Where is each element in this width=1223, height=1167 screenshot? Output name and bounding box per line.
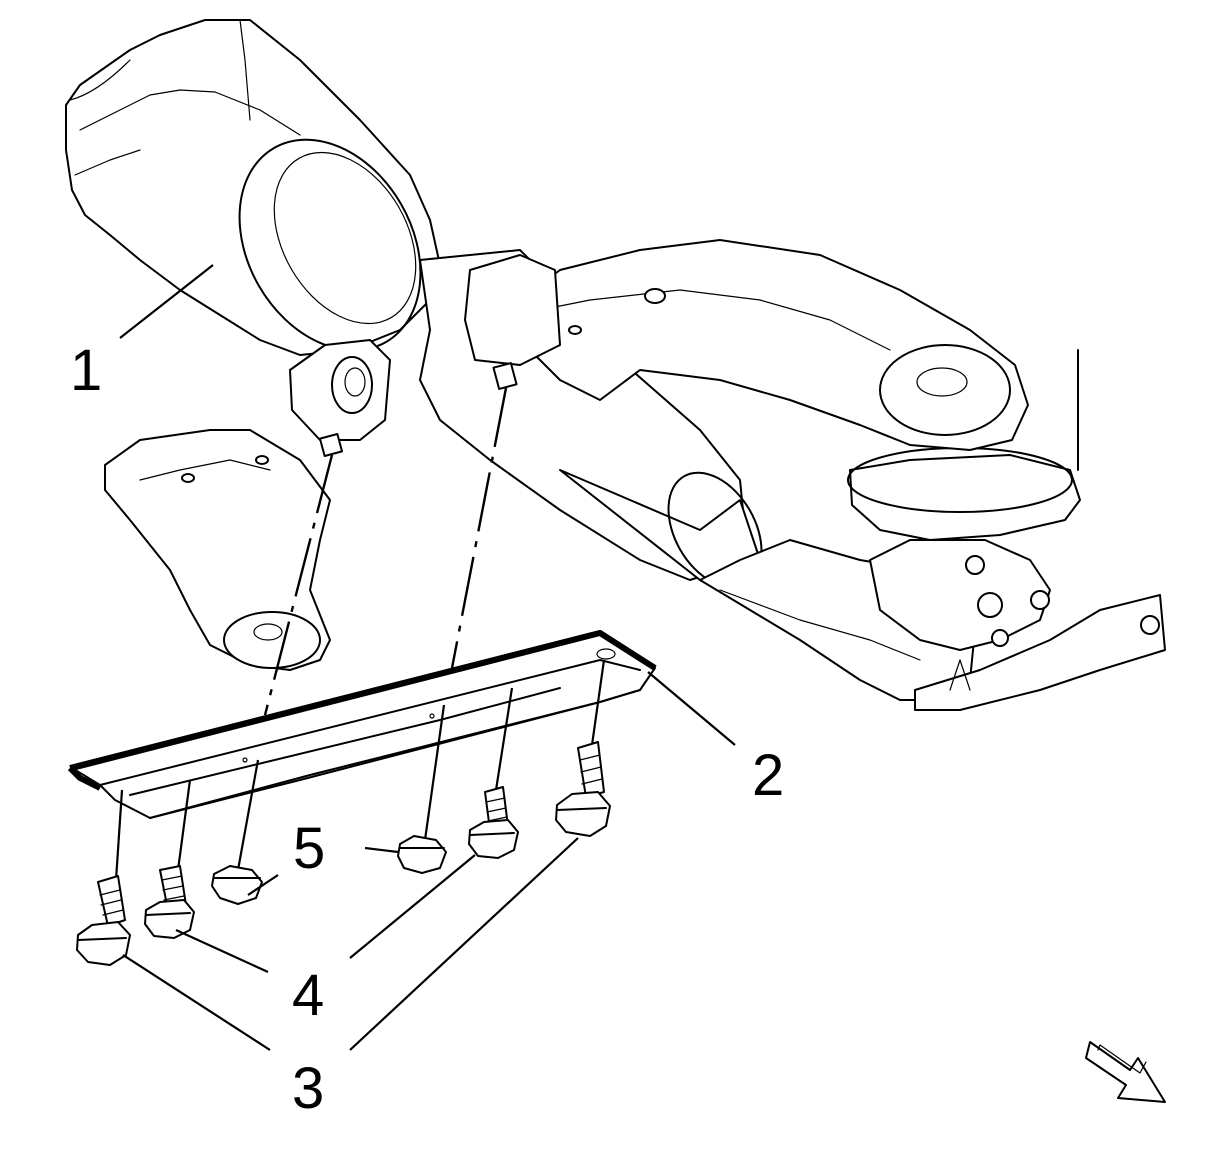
resonator — [849, 454, 1081, 541]
flange-nut — [991, 629, 1009, 647]
leader-4b — [349, 854, 476, 959]
bolt-4-left — [144, 865, 195, 939]
alignment-line-right — [450, 387, 508, 669]
mounting-studs — [318, 362, 518, 458]
nut-5-left — [211, 865, 263, 905]
leader-2 — [647, 671, 736, 746]
bolt-4-right — [468, 786, 519, 859]
bracket-plate — [104, 429, 331, 671]
callout-leaders — [119, 264, 736, 1051]
flange-nut — [965, 555, 985, 575]
leader-5a — [247, 874, 279, 896]
leader-4a — [175, 928, 269, 974]
fastener-leaders — [114, 659, 606, 881]
hanger-arm — [464, 239, 1029, 451]
bolt-3-right — [555, 741, 611, 837]
exhaust-pipe-assembly — [65, 19, 1166, 711]
stud-right — [492, 362, 518, 390]
catalytic-converter-left — [65, 19, 441, 356]
stud-left — [318, 432, 344, 458]
leader-5b — [364, 846, 399, 854]
bolt-head — [468, 819, 519, 859]
callout-3: 3 — [292, 1056, 324, 1121]
rear-mount-plate — [914, 594, 1166, 711]
bolt-3-left — [76, 875, 131, 966]
callout-5: 5 — [293, 816, 325, 881]
callout-1: 1 — [70, 338, 102, 403]
bolt-head — [76, 921, 131, 966]
alignment-line-left — [263, 454, 334, 716]
bolt-head — [144, 899, 195, 939]
pipe-flange — [869, 539, 1051, 651]
hanger-isolator — [879, 344, 1011, 436]
callout-2: 2 — [752, 743, 784, 808]
heat-shield — [67, 630, 657, 819]
leader-3a — [122, 954, 271, 1051]
heat-shield-plate — [71, 632, 656, 819]
left-hanger-bracket — [104, 339, 391, 671]
callout-4: 4 — [292, 963, 324, 1028]
converter-end-cap — [238, 138, 422, 352]
bolt-head — [555, 791, 611, 837]
hanger-clamp — [464, 254, 561, 366]
leader-3b — [349, 837, 579, 1051]
direction-arrow-icon — [1085, 1041, 1166, 1103]
leader-1 — [119, 264, 214, 339]
nut-5-right — [397, 835, 447, 874]
flange-nut — [1030, 590, 1050, 610]
